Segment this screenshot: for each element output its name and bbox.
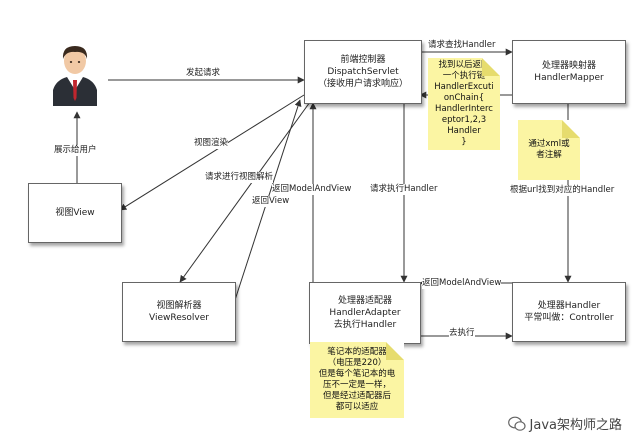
view-resolver-node: 视图解析器 ViewResolver	[122, 282, 236, 342]
note-line: 都可以适应	[335, 402, 379, 412]
view-node: 视图View	[28, 183, 122, 243]
watermark-text: Java架构师之路	[529, 418, 622, 433]
note-line: HandlerInterc	[435, 104, 493, 114]
label-view-render: 视图渲染	[194, 138, 229, 149]
note-line: 笔记本的适配器	[327, 347, 387, 357]
adapter-note: 笔记本的适配器 （电压是220） 但是每个笔记本的电 压不一定是一样， 但是经过…	[310, 342, 404, 418]
note-line: HandlerExcuti	[434, 82, 494, 92]
label-return-mav-1: 返回ModelAndView	[272, 184, 352, 195]
node-line: 前端控制器	[340, 55, 386, 65]
note-line: onChain{	[443, 93, 485, 103]
watermark: Java架构师之路	[507, 414, 622, 433]
handler-adapter-node: 处理器适配器 HandlerAdapter 去执行Handler	[309, 282, 421, 344]
note-line: Handler	[447, 126, 481, 136]
note-line: 通过xml或	[528, 139, 570, 149]
handler-mapper-node: 处理器映射器 HandlerMapper	[512, 40, 626, 104]
node-line: 视图View	[55, 208, 95, 218]
node-line: DispatchServlet	[327, 67, 399, 77]
label-go-exec: 去执行	[449, 328, 475, 339]
label-find-by-url: 根据url找到对应的Handler	[510, 185, 615, 196]
user-avatar-icon	[53, 46, 97, 106]
label-request-handler: 请求查找Handler	[428, 40, 496, 51]
note-line: （电压是220）	[327, 358, 387, 368]
chain-note: 找到以后返回 一个执行链 HandlerExcuti onChain{ Hand…	[428, 58, 500, 150]
note-line: 压不一定是一样，	[322, 380, 391, 390]
edge-request-view-resolve	[179, 101, 311, 283]
label-request-exec: 请求执行Handler	[370, 184, 438, 195]
note-line: 但是经过适配器后	[322, 391, 391, 401]
note-line: 找到以后返回	[438, 60, 490, 70]
node-line: HandlerMapper	[534, 73, 604, 83]
handler-node: 处理器Handler 平常叫做：Controller	[512, 282, 626, 342]
dispatcher-servlet-node: 前端控制器 DispatchServlet （接收用户请求响应）	[304, 40, 422, 104]
note-line: eptor1,2,3	[441, 115, 487, 125]
label-show-user: 展示给用户	[54, 145, 97, 156]
note-line: 者注解	[536, 150, 562, 160]
note-line: }	[461, 137, 467, 147]
label-request-view-resolve: 请求进行视图解析	[205, 172, 274, 183]
label-return-view: 返回View	[252, 196, 290, 207]
node-line: 处理器Handler	[537, 301, 601, 311]
node-line: 视图解析器	[156, 301, 202, 311]
node-line: HandlerAdapter	[329, 308, 401, 318]
node-line: 处理器映射器	[541, 61, 596, 71]
node-line: 去执行Handler	[333, 320, 397, 330]
label-return-mav-2: 返回ModelAndView	[422, 278, 502, 289]
node-line: 平常叫做：Controller	[524, 313, 614, 323]
edge-view-render	[119, 94, 305, 211]
label-send-request: 发起请求	[186, 68, 221, 79]
node-line: （接收用户请求响应）	[317, 79, 408, 89]
note-line: 一个执行链	[442, 71, 486, 81]
wechat-icon	[507, 416, 526, 431]
xml-note: 通过xml或 者注解	[518, 120, 580, 180]
node-line: ViewResolver	[148, 313, 209, 323]
node-line: 处理器适配器	[337, 296, 392, 306]
note-line: 但是每个笔记本的电	[318, 369, 396, 379]
